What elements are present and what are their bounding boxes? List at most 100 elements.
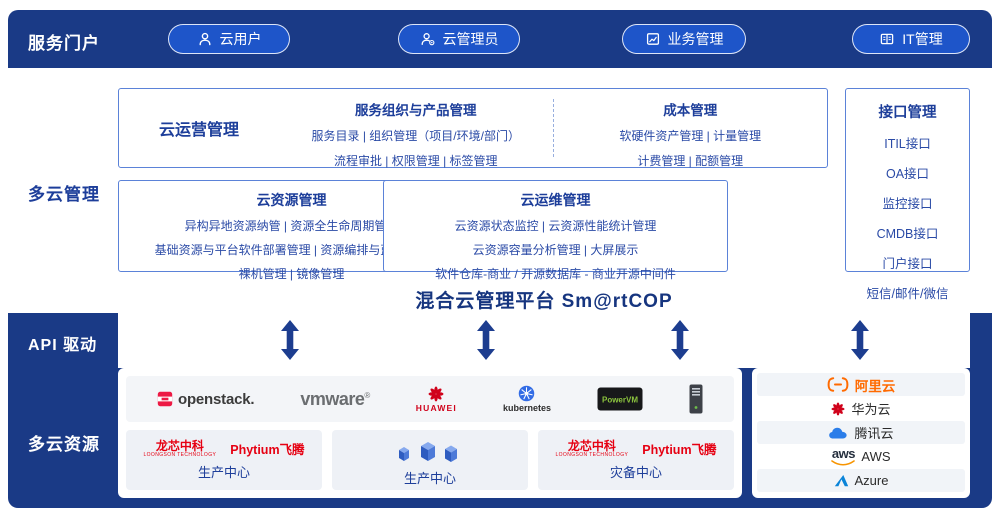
- group-line: 流程审批 | 权限管理 | 标签管理: [333, 154, 498, 168]
- huawei-flower-icon: [831, 401, 846, 416]
- portal-band-label: 服务门户: [28, 34, 100, 53]
- alibaba-cloud-icon: [827, 377, 849, 392]
- business-chart-icon: [646, 33, 659, 45]
- datacenter-vendor-logos: 龙芯中科 LOONGSON TECHNOLOGY Phytium飞腾: [143, 439, 304, 458]
- admin-user-icon: [421, 33, 434, 46]
- kubernetes-label: kubernetes: [502, 403, 551, 413]
- cloud-provider-huawei: 华为云: [757, 397, 965, 420]
- cloud-provider-name: 阿里云: [854, 378, 896, 394]
- vendor-logo-row: openstack. vmware®: [126, 376, 734, 422]
- interface-item: OA接口: [885, 167, 930, 181]
- vmware-reg-mark: ®: [364, 390, 370, 400]
- portal-button-cloud-user[interactable]: 云用户: [168, 24, 290, 54]
- cloud-provider-name: AWS: [861, 449, 891, 464]
- api-arrow-icon: [281, 320, 299, 360]
- box-line: 云资源状态监控 | 云资源性能统计管理: [454, 219, 657, 233]
- box-title: 云运维管理: [520, 192, 591, 208]
- portal-button-business-mgmt[interactable]: 业务管理: [622, 24, 746, 54]
- group-line: 计费管理 | 配额管理: [637, 154, 744, 168]
- group-title: 成本管理: [663, 103, 718, 118]
- interface-item: ITIL接口: [884, 137, 931, 151]
- diagram-shell: 服务门户 云用户 云管理员 业务管理: [8, 10, 992, 508]
- group-line: 服务目录 | 组织管理（项目/环境/部门）: [311, 129, 520, 143]
- loongson-logo: 龙芯中科 LOONGSON TECHNOLOGY: [555, 440, 628, 458]
- vmware-label: vmware: [300, 388, 365, 409]
- openstack-label: openstack.: [177, 390, 255, 408]
- api-arrow-icon: [477, 320, 495, 360]
- interface-box: 接口管理 ITIL接口 OA接口 监控接口 CMDB接口 门户接口 短信/邮件/…: [845, 88, 970, 301]
- cloud-provider-name: 华为云: [851, 402, 891, 417]
- datacenter-row: 龙芯中科 LOONGSON TECHNOLOGY Phytium飞腾 生产中心: [126, 430, 734, 490]
- group-title: 服务组织与产品管理: [355, 103, 477, 118]
- portal-button-cloud-admin[interactable]: 云管理员: [398, 24, 520, 54]
- cubes-icon: [399, 441, 457, 462]
- management-panel: 多云管理 云运营管理 服务组织与产品管理 服务目录 | 组织管理（项目/环境/部…: [8, 68, 992, 313]
- powervm-icon: PowerVM: [597, 387, 643, 411]
- portal-button-label: 云管理员: [442, 31, 499, 47]
- portal-button-label: 云用户: [219, 31, 262, 47]
- platform-title: 混合云管理平台 Sm@rtCOP: [415, 291, 673, 312]
- portal-button-it-mgmt[interactable]: IT管理: [852, 24, 970, 54]
- box-line: 云资源容量分析管理 | 大屏展示: [472, 243, 639, 257]
- group-line: 软硬件资产管理 | 计量管理: [619, 129, 762, 143]
- cloud-provider-azure: Azure: [757, 469, 965, 492]
- cloud-provider-alibaba: 阿里云: [757, 373, 965, 396]
- management-band-label: 多云管理: [28, 185, 100, 204]
- box-line: 软件仓库-商业 / 开源数据库 - 商业开源中间件: [435, 267, 676, 281]
- api-strip: [118, 313, 970, 368]
- kubernetes-wheel-icon: [519, 385, 535, 402]
- api-arrow-icon: [851, 320, 869, 360]
- portal-button-label: IT管理: [902, 31, 943, 47]
- loongson-label: 龙芯中科: [567, 438, 616, 453]
- loongson-label: 龙芯中科: [155, 438, 204, 453]
- phytium-logo: Phytium飞腾: [642, 443, 717, 457]
- server-tower-icon: [689, 384, 703, 414]
- interface-item: 短信/邮件/微信: [866, 287, 949, 301]
- datacenter-production-2: 生产中心: [332, 430, 528, 490]
- loongson-sub-label: LOONGSON TECHNOLOGY: [143, 451, 217, 458]
- box-line: 基础资源与平台软件部署管理 | 资源编排与蓝图管理: [154, 243, 429, 257]
- interface-item: CMDB接口: [876, 227, 939, 241]
- cloud-providers-panel: 阿里云 华为云: [752, 368, 970, 498]
- portal-button-label: 业务管理: [667, 31, 724, 47]
- datacenter-disaster-recovery: 龙芯中科 LOONGSON TECHNOLOGY Phytium飞腾 灾备中心: [538, 430, 734, 490]
- cloud-operation-title: 云运营管理: [158, 122, 239, 139]
- api-band-label: API 驱动: [28, 337, 98, 354]
- cloud-provider-aws: aws AWS: [757, 445, 965, 468]
- loongson-sub-label: LOONGSON TECHNOLOGY: [555, 451, 629, 458]
- aws-wordmark: aws: [831, 446, 856, 461]
- cloud-ops-box: 云运维管理 云资源状态监控 | 云资源性能统计管理 云资源容量分析管理 | 大屏…: [383, 180, 728, 281]
- resource-pool-panel: openstack. vmware®: [118, 368, 742, 498]
- box-line: 裸机管理 | 镜像管理: [238, 267, 345, 281]
- openstack-icon: [157, 391, 173, 407]
- interface-item: 监控接口: [882, 197, 933, 211]
- interface-title: 接口管理: [878, 105, 937, 121]
- datacenter-production-1: 龙芯中科 LOONGSON TECHNOLOGY Phytium飞腾 生产中心: [126, 430, 322, 490]
- cloud-provider-name: Azure: [854, 473, 889, 488]
- cloud-provider-name: 腾讯云: [854, 426, 894, 441]
- datacenter-name: 生产中心: [197, 465, 250, 480]
- user-icon: [199, 32, 210, 46]
- resources-band-label: 多云资源: [28, 435, 100, 454]
- box-title: 云资源管理: [256, 192, 327, 208]
- powervm-label: PowerVM: [602, 396, 638, 405]
- kubernetes-logo: kubernetes: [503, 385, 551, 413]
- openstack-logo: openstack.: [157, 390, 255, 408]
- phytium-logo: Phytium飞腾: [230, 443, 305, 457]
- vmware-logo: vmware®: [300, 388, 370, 410]
- service-product-group: 服务组织与产品管理 服务目录 | 组织管理（项目/环境/部门） 流程审批 | 权…: [279, 89, 553, 168]
- huawei-label: HUAWEI: [415, 402, 457, 413]
- datacenter-vendor-logos: 龙芯中科 LOONGSON TECHNOLOGY Phytium飞腾: [555, 439, 716, 458]
- azure-icon: [834, 475, 848, 487]
- dashed-divider: [552, 99, 554, 157]
- cloud-operation-box: 云运营管理 服务组织与产品管理 服务目录 | 组织管理（项目/环境/部门） 流程…: [118, 88, 828, 168]
- aws-icon: aws: [831, 447, 855, 466]
- cost-group: 成本管理 软硬件资产管理 | 计量管理 计费管理 | 配额管理: [554, 89, 828, 168]
- huawei-flower-icon: [428, 386, 444, 402]
- api-arrow-icon: [671, 320, 689, 360]
- loongson-logo: 龙芯中科 LOONGSON TECHNOLOGY: [143, 440, 216, 458]
- huawei-logo: HUAWEI: [416, 386, 457, 413]
- datacenter-name: 生产中心: [403, 470, 456, 486]
- cloud-provider-tencent: 腾讯云: [757, 421, 965, 444]
